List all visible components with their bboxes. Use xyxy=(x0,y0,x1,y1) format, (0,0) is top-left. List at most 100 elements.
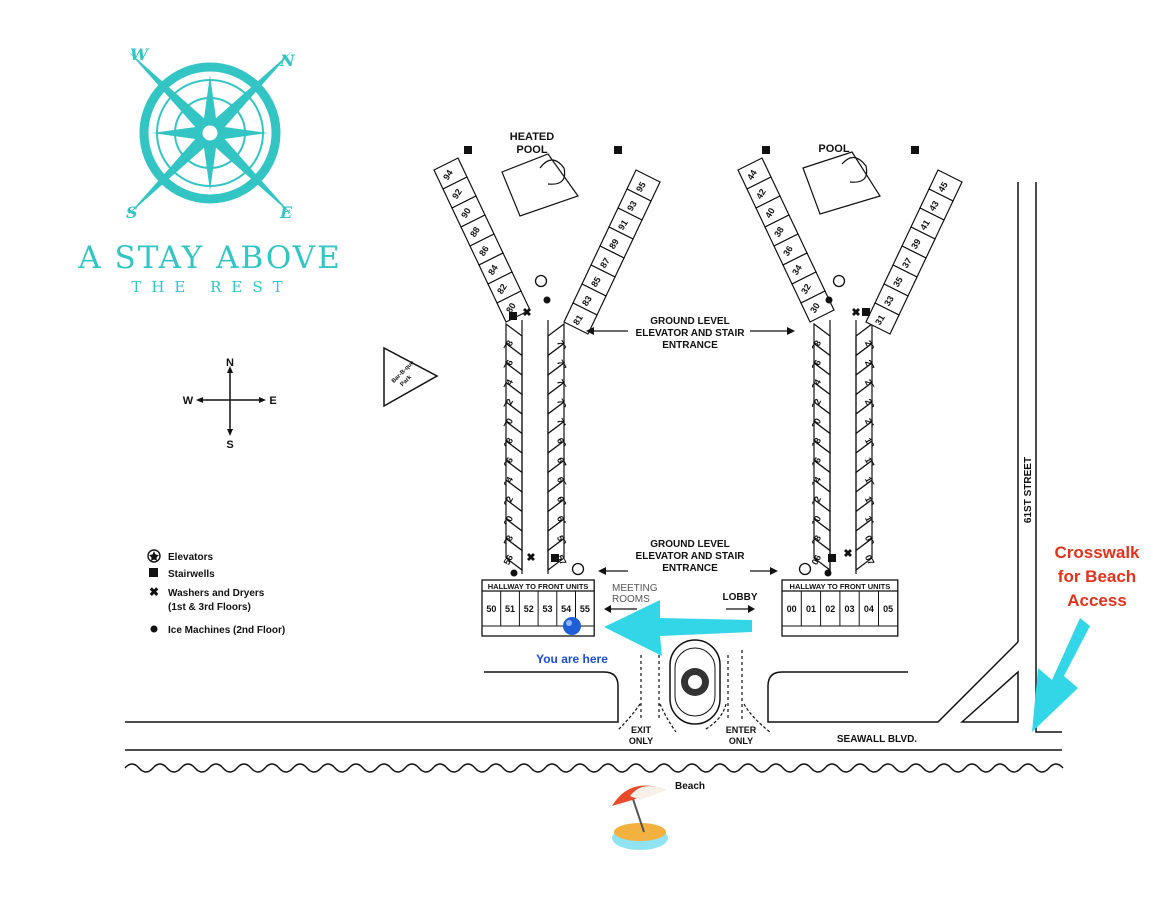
unit-36: 36 xyxy=(781,244,795,258)
beach-waves xyxy=(124,763,1064,773)
elevator-icon xyxy=(534,274,548,288)
ground-entrance-top: GROUND LEVEL ELEVATOR AND STAIR ENTRANCE xyxy=(586,312,795,356)
legend-washers-floors: (1st & 3rd Floors) xyxy=(168,602,251,613)
unit-87: 87 xyxy=(598,256,612,270)
ground-bottom-line-2: ELEVATOR AND STAIR xyxy=(636,551,746,562)
stairwell-icon xyxy=(464,146,472,154)
unit-35: 35 xyxy=(891,275,905,289)
lobby-label: LOBBY xyxy=(723,592,758,603)
crosswalk-label-1: Crosswalk xyxy=(1054,543,1140,562)
ice-machine-icon xyxy=(510,569,518,577)
heated-pool-label-2: POOL xyxy=(516,144,547,156)
unit-41: 41 xyxy=(918,218,932,232)
ground-top-line-3: ENTRANCE xyxy=(662,340,718,351)
unit-89: 89 xyxy=(607,237,621,251)
unit-81: 81 xyxy=(571,313,585,327)
unit-39: 39 xyxy=(909,237,923,251)
exit-only-2: ONLY xyxy=(629,736,653,746)
pool: POOL xyxy=(802,143,881,215)
unit-86: 86 xyxy=(477,244,491,258)
west-wing-right: 797775737169676563615957 xyxy=(547,322,568,572)
unit-45: 45 xyxy=(936,180,950,194)
washer-dryer-icon: ✖ xyxy=(149,585,159,599)
unit-90: 90 xyxy=(459,206,473,220)
brand-compass-w: W xyxy=(130,45,150,64)
brand-name: A STAY ABOVE xyxy=(77,240,342,276)
street-label: 61ST STREET xyxy=(1023,457,1034,523)
compass-s: S xyxy=(226,439,233,451)
unit-95: 95 xyxy=(634,180,648,194)
beach-label: Beach xyxy=(675,781,705,792)
unit-44: 44 xyxy=(745,168,759,182)
ground-top-line-2: ELEVATOR AND STAIR xyxy=(636,328,746,339)
meeting-rooms-label-2: ROOMS xyxy=(612,594,650,605)
heated-pool: HEATED POOL xyxy=(501,131,579,217)
brand-compass-e: E xyxy=(279,203,293,222)
unit-52: 52 xyxy=(524,604,534,614)
crosswalk-label-2: for Beach xyxy=(1058,567,1136,586)
legend-stairwells: Stairwells xyxy=(168,569,215,580)
unit-37: 37 xyxy=(900,256,914,270)
stairwell-icon xyxy=(762,146,770,154)
hallway-label: HALLWAY TO FRONT UNITS xyxy=(790,582,891,591)
unit-05: 05 xyxy=(883,604,893,614)
legend-washers: Washers and Dryers xyxy=(168,588,265,599)
unit-42: 42 xyxy=(754,187,768,201)
unit-02: 02 xyxy=(825,604,835,614)
fountain xyxy=(669,639,721,725)
ice-machine-icon xyxy=(150,625,158,633)
ice-machine-icon xyxy=(543,296,551,304)
enter-only-1: ENTER xyxy=(726,725,757,735)
unit-56: 56 xyxy=(502,553,516,567)
unit-85: 85 xyxy=(589,275,603,289)
crosswalk-label-3: Access xyxy=(1067,591,1127,610)
unit-07: 07 xyxy=(863,553,877,567)
unit-80: 80 xyxy=(504,301,518,315)
brand-logo: W N S E A STAY ABOVE THE REST xyxy=(77,45,342,296)
brand-compass-n: N xyxy=(279,51,296,70)
beach-umbrella-icon xyxy=(612,785,668,850)
hallway-label: HALLWAY TO FRONT UNITS xyxy=(488,582,589,591)
ground-entrance-bottom: GROUND LEVEL ELEVATOR AND STAIR ENTRANCE xyxy=(598,536,778,576)
elevator-icon xyxy=(798,562,812,576)
you-are-here-marker xyxy=(563,617,581,635)
unit-84: 84 xyxy=(486,263,500,277)
unit-88: 88 xyxy=(468,225,482,239)
legend-elevators: Elevators xyxy=(168,552,213,563)
roads xyxy=(125,182,1062,751)
unit-43: 43 xyxy=(927,199,941,213)
enter-only-2: ONLY xyxy=(729,736,753,746)
driveway-arrows xyxy=(617,703,771,733)
brand-compass-s: S xyxy=(126,203,138,222)
unit-38: 38 xyxy=(772,225,786,239)
unit-40: 40 xyxy=(763,206,777,220)
meeting-rooms-label-1: MEETING xyxy=(612,583,658,594)
exit-only-1: EXIT xyxy=(631,725,652,735)
unit-50: 50 xyxy=(486,604,496,614)
pool-label: POOL xyxy=(818,143,849,155)
unit-51: 51 xyxy=(505,604,515,614)
unit-01: 01 xyxy=(806,604,816,614)
stairwell-icon xyxy=(551,554,559,562)
unit-91: 91 xyxy=(616,218,630,232)
crosswalk-arrow xyxy=(1032,618,1090,732)
washer-dryer-icon: ✖ xyxy=(526,552,535,564)
stairwell-icon xyxy=(862,308,870,316)
stairwell-icon xyxy=(149,568,158,577)
legend: ✖ Elevators Stairwells Washers and Dryer… xyxy=(147,549,285,636)
washer-dryer-icon: ✖ xyxy=(522,307,531,319)
unit-92: 92 xyxy=(450,187,464,201)
elevator-icon xyxy=(147,549,161,563)
unit-53: 53 xyxy=(542,604,552,614)
ground-bottom-line-3: ENTRANCE xyxy=(662,563,718,574)
washer-dryer-icon: ✖ xyxy=(843,548,852,560)
east-wing-left: 282624222018161412100806 xyxy=(810,322,831,572)
ground-top-line-1: GROUND LEVEL xyxy=(650,316,729,327)
brand-tagline: THE REST xyxy=(131,278,292,296)
brand-compass-icon xyxy=(128,51,292,215)
